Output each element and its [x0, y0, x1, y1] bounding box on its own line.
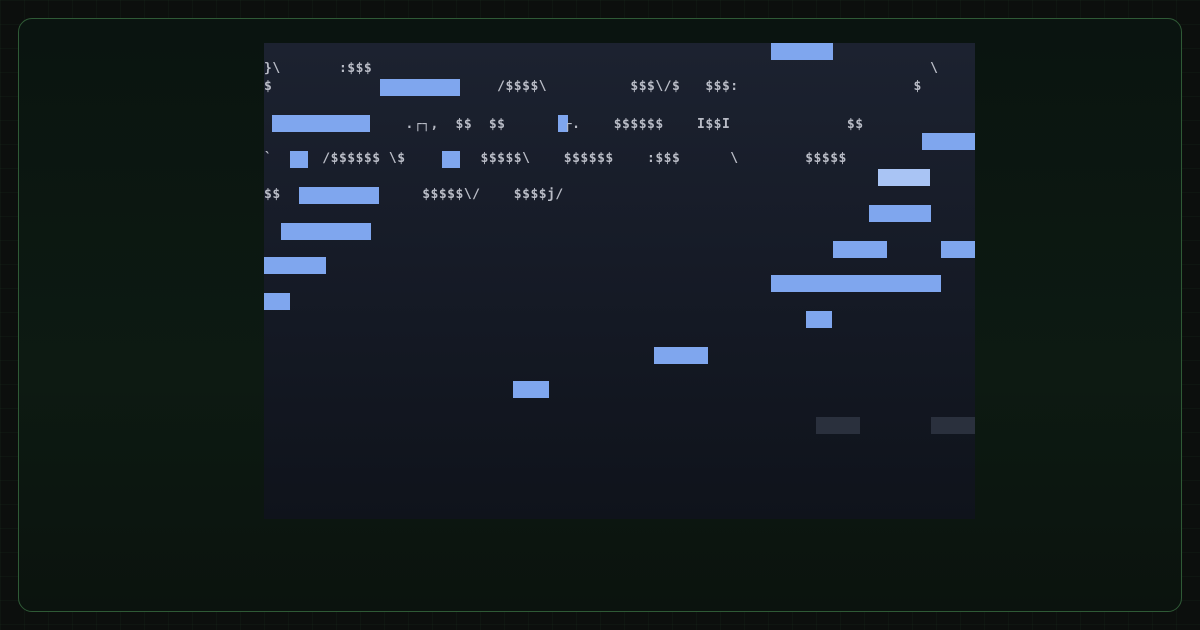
ansi-artwork: }\ :$$$ \ $ ∕$$$$\ $$$\∕$ $$$: $ .┌┐, $$…: [264, 43, 975, 519]
card-frame: }\ :$$$ \ $ ∕$$$$\ $$$\∕$ $$$: $ .┌┐, $$…: [18, 18, 1182, 612]
